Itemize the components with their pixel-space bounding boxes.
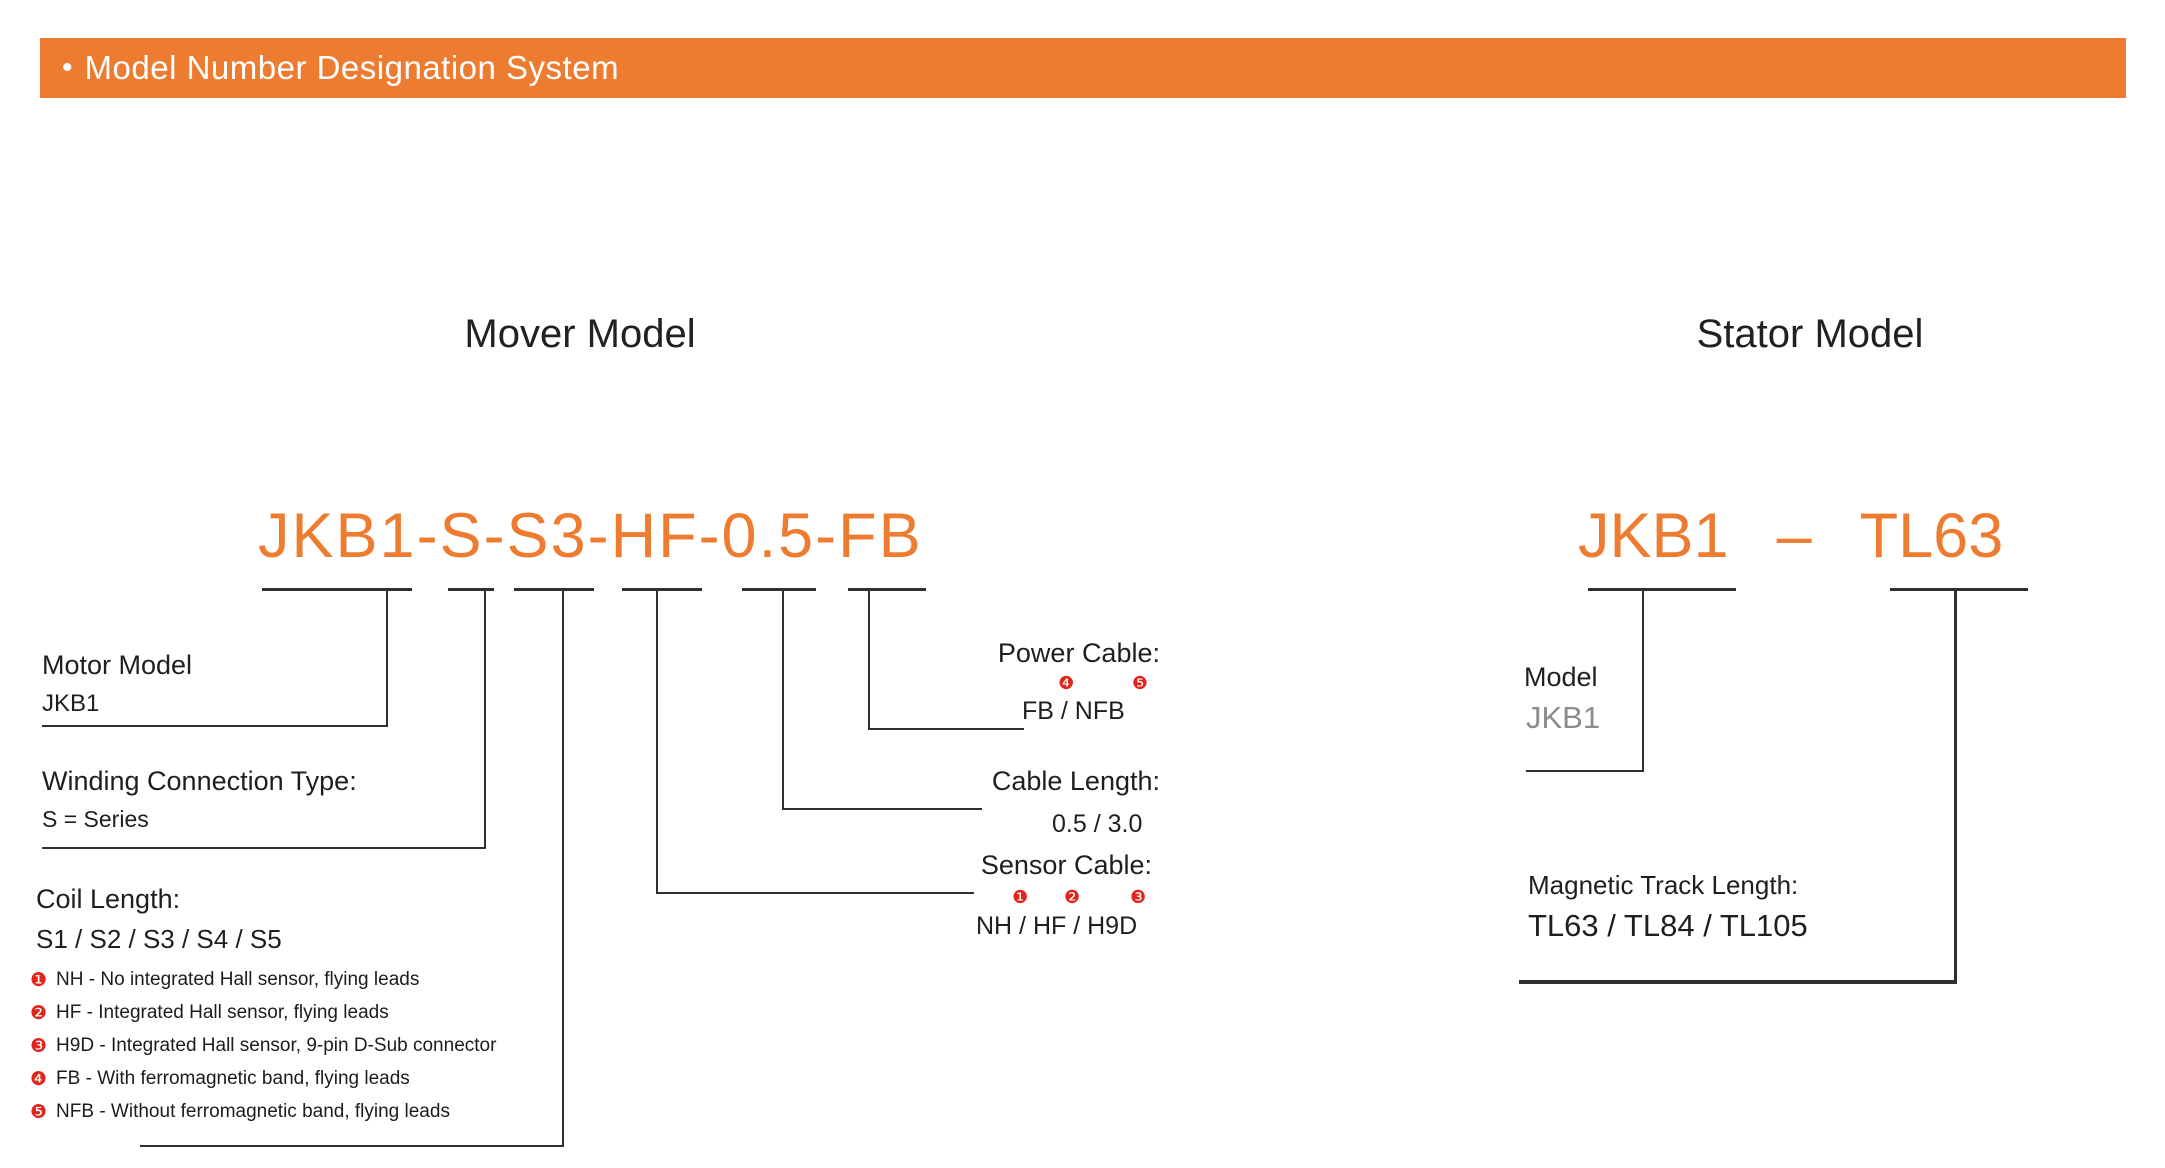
stator-model-label: Model <box>1524 662 1598 692</box>
leader-line-winding <box>42 847 486 849</box>
footnote-row: ❸ H9D - Integrated Hall sensor, 9-pin D-… <box>30 1035 497 1057</box>
stator-model-code: JKB1 – TL63 <box>1578 505 2003 568</box>
leader-line-coil-length <box>562 588 564 1147</box>
circled-number-icon: ❷ <box>30 1002 48 1024</box>
motor-model-label: Motor Model <box>42 650 193 680</box>
tick-coil-length <box>514 588 594 591</box>
footnote-text: HF - Integrated Hall sensor, flying lead… <box>56 1002 389 1023</box>
leader-line-stator-track <box>1954 588 1957 982</box>
leader-line-stator-model <box>1526 770 1644 772</box>
footnote-legend: ❶ NH - No integrated Hall sensor, flying… <box>30 969 497 1135</box>
stator-model-right: TL63 <box>1859 501 2004 571</box>
cable-length-label: Cable Length: <box>991 766 1160 796</box>
leader-line-stator-model <box>1642 588 1644 772</box>
sensor-cable-label: Sensor Cable: <box>980 850 1152 880</box>
power-cable-value: FB / NFB <box>1022 697 1125 725</box>
footnote-row: ❶ NH - No integrated Hall sensor, flying… <box>30 969 496 991</box>
mover-heading: Mover Model <box>464 312 696 356</box>
footnote-row: ❹ FB - With ferromagnetic band, flying l… <box>30 1068 496 1090</box>
track-length-label: Magnetic Track Length: <box>1528 870 1799 900</box>
leader-line-coil-length <box>140 1145 564 1147</box>
coil-length-label: Coil Length: <box>36 884 181 914</box>
leader-line-stator-track <box>1519 980 1957 984</box>
leader-line-winding <box>484 588 486 849</box>
section-banner: • Model Number Designation System <box>40 38 2126 98</box>
footnote-row: ❺ NFB - Without ferromagnetic band, flyi… <box>30 1101 496 1123</box>
circled-number-icon: ❶ <box>30 969 48 991</box>
mover-model-code: JKB1-S-S3-HF-0.5-FB <box>258 501 923 571</box>
track-length-value: TL63 / TL84 / TL105 <box>1528 908 1808 943</box>
power-cable-label: Power Cable: <box>997 638 1160 668</box>
section-title: Model Number Designation System <box>84 49 620 86</box>
leader-line-cable-length <box>782 808 982 810</box>
leader-line-motor-model <box>386 588 388 727</box>
winding-value: S = Series <box>42 806 149 832</box>
tick-sensor-cable <box>622 588 702 591</box>
circled-number-icon: ❸ <box>1130 887 1147 907</box>
footnote-text: NH - No integrated Hall sensor, flying l… <box>56 969 420 990</box>
motor-model-value: JKB1 <box>42 690 100 717</box>
footnote-text: FB - With ferromagnetic band, flying lea… <box>56 1068 410 1089</box>
footnote-text: H9D - Integrated Hall sensor, 9-pin D-Su… <box>56 1035 497 1056</box>
leader-line-motor-model <box>42 725 388 727</box>
tick-winding <box>448 588 494 591</box>
stator-model-separator: – <box>1776 501 1812 571</box>
leader-line-sensor-cable <box>656 588 658 894</box>
tick-power-cable <box>848 588 926 591</box>
bullet-icon: • <box>62 51 73 84</box>
circled-number-icon: ❹ <box>30 1068 48 1090</box>
leader-line-power-cable <box>868 728 1024 730</box>
leader-line-cable-length <box>782 588 784 810</box>
circled-number-icon: ❶ <box>1012 887 1029 907</box>
circled-number-icon: ❺ <box>1132 673 1149 693</box>
circled-number-icon: ❸ <box>30 1035 48 1057</box>
footnote-row: ❷ HF - Integrated Hall sensor, flying le… <box>30 1002 496 1024</box>
stator-model-left: JKB1 <box>1578 501 1729 571</box>
coil-length-value: S1 / S2 / S3 / S4 / S5 <box>36 924 282 954</box>
tick-motor-model <box>262 588 412 591</box>
winding-label: Winding Connection Type: <box>42 766 357 796</box>
stator-model-value: JKB1 <box>1526 700 1601 735</box>
circled-number-icon: ❷ <box>1064 887 1081 907</box>
circled-number-icon: ❺ <box>30 1101 48 1123</box>
tick-stator-model <box>1588 588 1736 591</box>
tick-cable-length <box>742 588 816 591</box>
leader-line-power-cable <box>868 588 870 730</box>
leader-line-sensor-cable <box>656 892 974 894</box>
sensor-cable-value: NH / HF / H9D <box>976 912 1138 940</box>
footnote-text: NFB - Without ferromagnetic band, flying… <box>56 1101 450 1122</box>
tick-stator-track <box>1890 588 2028 591</box>
circled-number-icon: ❹ <box>1058 673 1075 693</box>
stator-heading: Stator Model <box>1696 312 1924 356</box>
cable-length-value: 0.5 / 3.0 <box>1052 810 1143 838</box>
